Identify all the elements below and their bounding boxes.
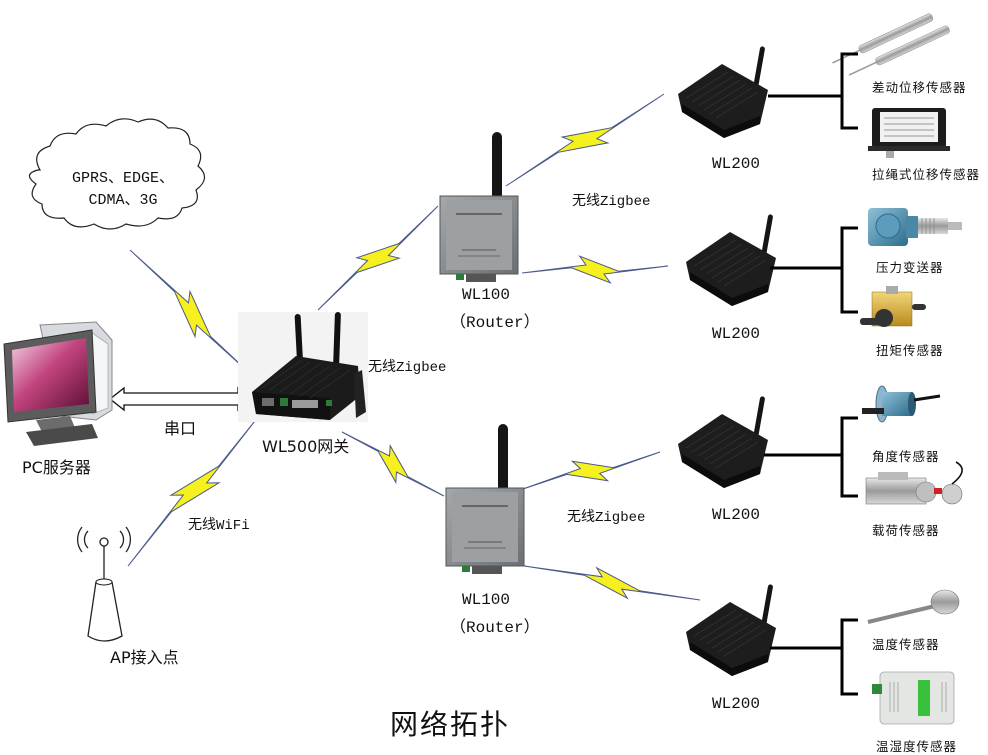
router2-node3-bolt: [519, 451, 661, 491]
router-2-zigbee-label: 无线Zigbee: [567, 510, 646, 526]
sensor-label: 温度传感器: [872, 637, 940, 652]
cloud-icon: [28, 118, 206, 230]
sensor-temperature-icon: [867, 589, 960, 624]
diagram-title: 网络拓扑: [390, 708, 511, 741]
wl200-node-icon: [686, 584, 776, 676]
sensor-wire-bracket: [770, 618, 858, 696]
cloud-label-line2: CDMA、3G: [88, 192, 158, 209]
router-1-model: WL100: [462, 286, 511, 304]
access-point-icon: [76, 526, 132, 642]
wl500-gateway-icon: [238, 312, 368, 422]
sensor-label: 差动位移传感器: [872, 80, 967, 95]
sensor-label: 角度传感器: [872, 449, 940, 464]
pc-server-icon: [3, 321, 113, 446]
router-2-model: WL100: [462, 591, 511, 609]
sensor-label: 载荷传感器: [872, 523, 940, 538]
end-node-3-model: WL200: [712, 506, 761, 524]
router1-node2-bolt: [521, 255, 669, 284]
ap-label: AP接入点: [110, 648, 179, 667]
sensor-lvdt-icon: [832, 13, 950, 76]
sensor-angle-icon: [862, 385, 941, 423]
gateway-zigbee-label: 无线Zigbee: [368, 360, 447, 376]
wl200-node-icon: [678, 396, 768, 488]
sensor-wire-bracket: [764, 416, 858, 498]
sensor-load-icon: [865, 461, 963, 505]
router-1-role: （Router）: [450, 314, 540, 332]
sensor-temp-humidity-icon: [872, 671, 955, 725]
wireless-links: [127, 93, 701, 601]
sensor-label: 扭矩传感器: [876, 343, 944, 358]
sensor-wire-bracket: [768, 52, 858, 130]
gateway-router2-bolt: [341, 431, 445, 497]
cellular-link-bolt: [129, 249, 256, 379]
sensor-label: 压力变送器: [876, 260, 944, 275]
cloud-label: GPRS、EDGE、 CDMA、3G: [38, 168, 208, 212]
wired-connectors: [764, 52, 858, 696]
cloud-label-line1: GPRS、EDGE、: [71, 170, 174, 187]
sensor-label: 拉绳式位移传感器: [872, 167, 981, 182]
wl100-router-icon: [445, 424, 525, 574]
sensor-wire-bracket: [770, 226, 858, 314]
end-node-2-model: WL200: [712, 325, 761, 343]
sensor-draw-wire-icon: [868, 108, 950, 158]
gateway-router1-bolt: [317, 205, 439, 311]
sensor-torque-icon: [860, 286, 926, 327]
end-node-4-model: WL200: [712, 695, 761, 713]
router2-node4-bolt: [523, 565, 701, 601]
wl200-node-icon: [678, 46, 768, 138]
router-2-role: （Router）: [450, 619, 540, 637]
end-node-1-model: WL200: [712, 155, 761, 173]
sensor-label: 温湿度传感器: [876, 739, 958, 754]
wl200-node-icon: [686, 214, 776, 306]
wifi-link-label: 无线WiFi: [188, 518, 250, 534]
serial-double-arrow: [108, 386, 254, 412]
pc-server-label: PC服务器: [22, 458, 91, 477]
sensor-pressure-transmitter-icon: [868, 208, 962, 246]
router-1-zigbee-label: 无线Zigbee: [572, 194, 651, 210]
gateway-label: WL500网关: [262, 437, 350, 456]
serial-link-label: 串口: [164, 419, 197, 438]
cellular-network-cloud: [28, 118, 206, 230]
wl100-router-icon: [439, 132, 519, 282]
router1-node1-bolt: [505, 93, 665, 187]
